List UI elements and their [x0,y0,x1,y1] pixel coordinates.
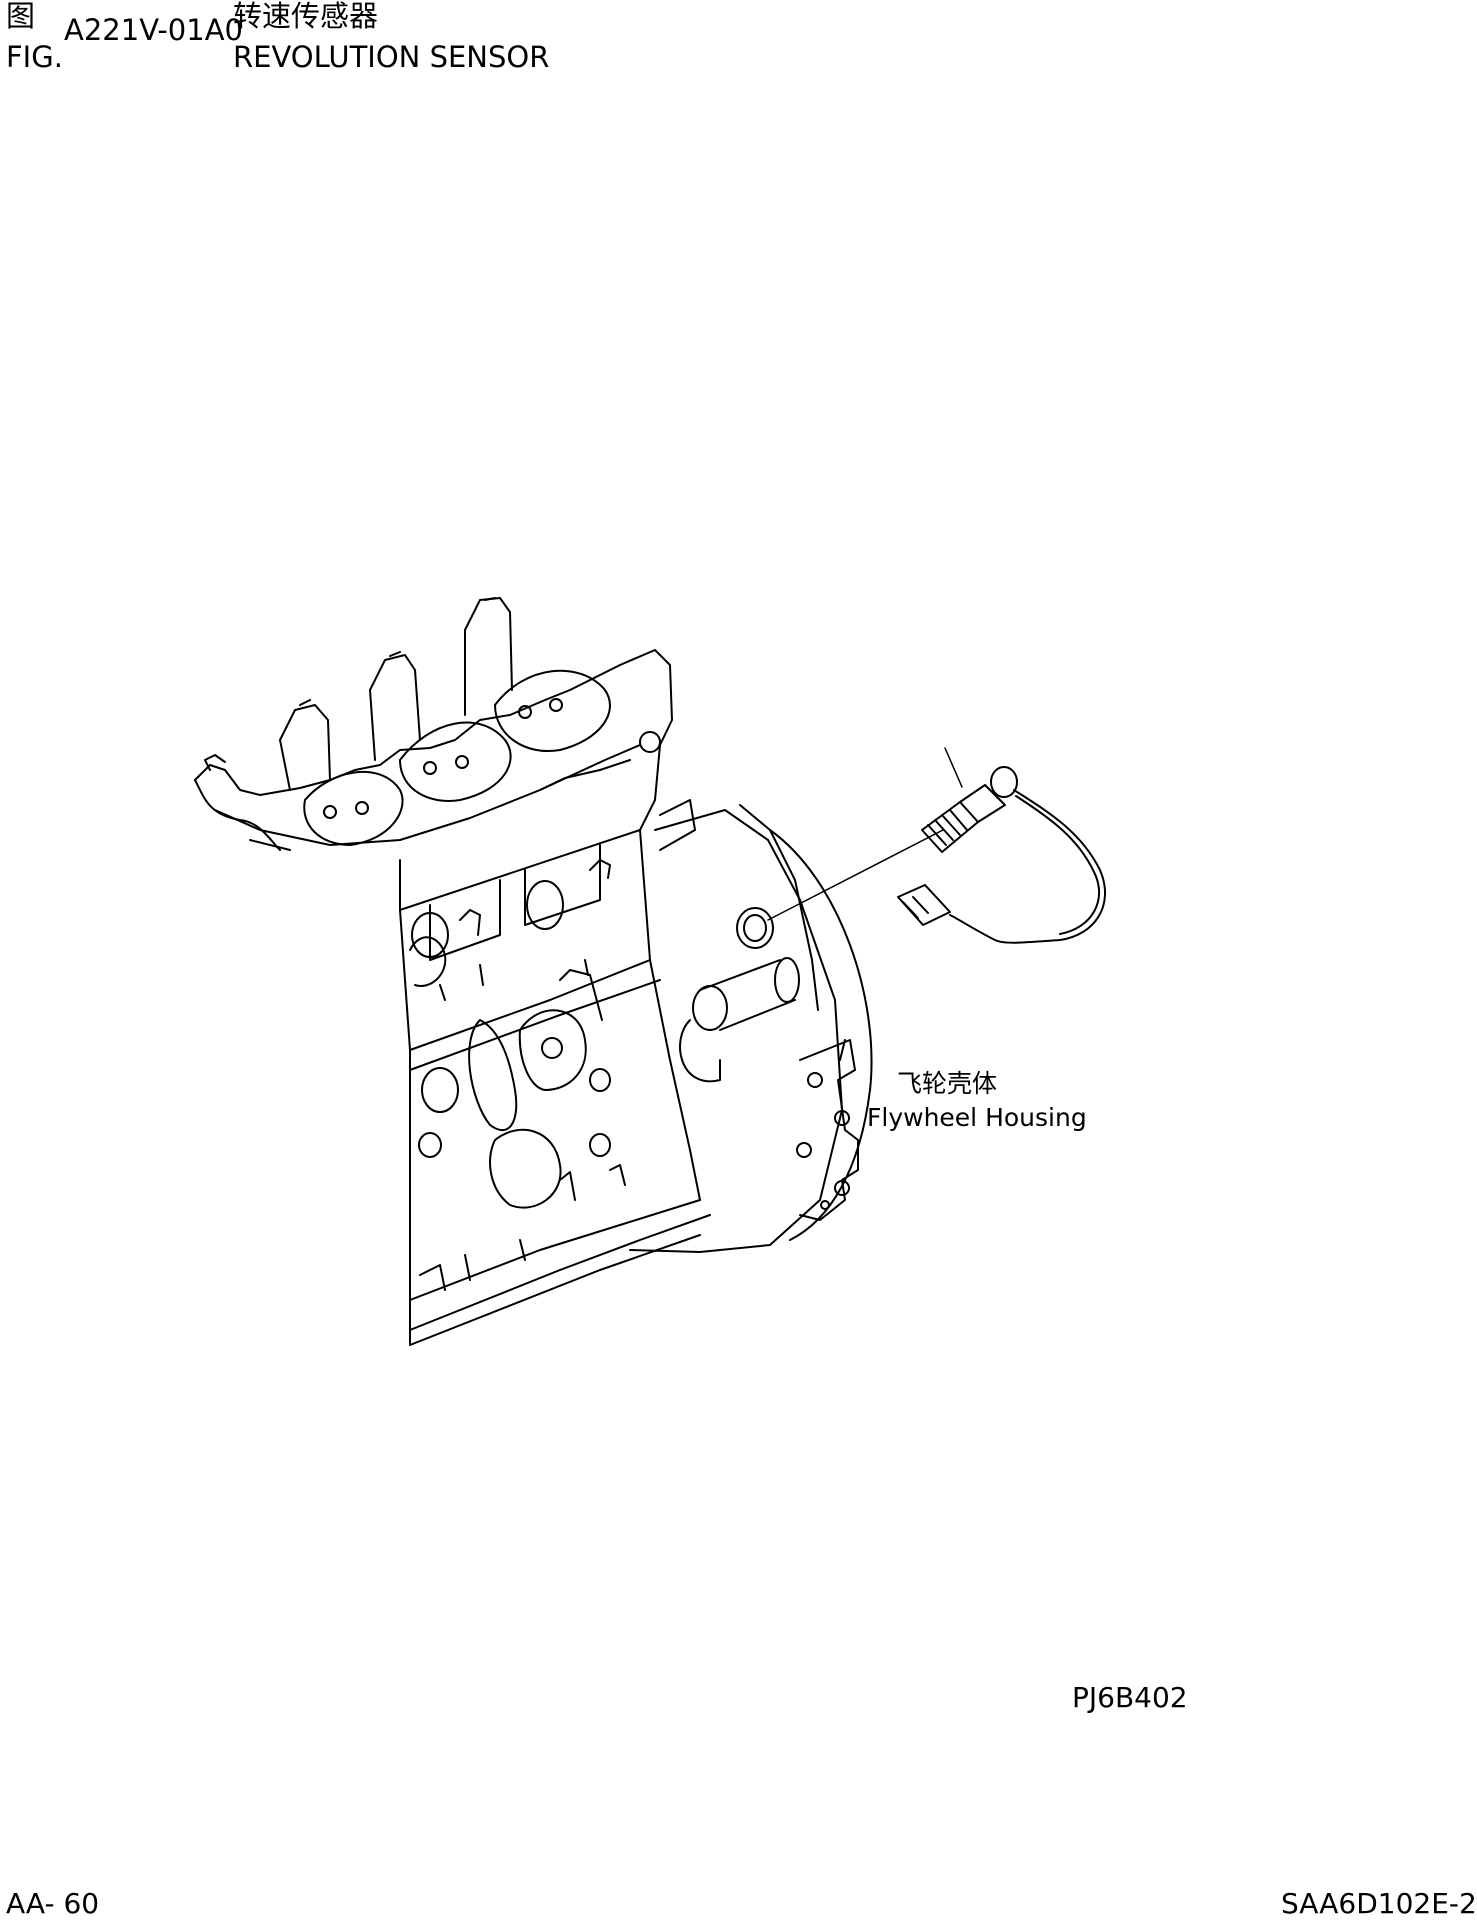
sensor-port-outer [737,908,773,948]
valve-stem [324,806,336,818]
flywheel-housing [630,805,872,1252]
valve-stem [550,699,562,711]
valve-stem [456,756,468,768]
cylinder-block [400,745,710,1345]
valve-stem [519,706,531,718]
page-number: AA- 60 [6,1887,100,1920]
fig-label-en: FIG. [6,40,63,74]
revolution-sensor [768,748,1105,943]
bolt-hole [797,1143,811,1157]
housing-label-cn: 飞轮壳体 [897,1069,998,1098]
cylinder-head [195,598,672,850]
bolt-hole [821,1201,829,1209]
title-cn: 转速传感器 [233,0,379,33]
valve-stem [356,802,368,814]
sensor-port-inner [744,915,766,941]
illustration-code: PJ6B402 [1072,1681,1188,1714]
document-code: SAA6D102E-2 [1281,1887,1477,1920]
housing-label-en: Flywheel Housing [867,1103,1087,1132]
fig-label-cn: 图 [6,0,36,33]
bolt-hole [808,1073,822,1087]
title-en: REVOLUTION SENSOR [233,40,550,74]
fig-number: A221V-01A0 [64,13,243,47]
valve-stem [424,762,436,774]
bolt-hole [835,1111,849,1125]
bolt-head [640,732,660,752]
bolt-hole [835,1181,849,1195]
